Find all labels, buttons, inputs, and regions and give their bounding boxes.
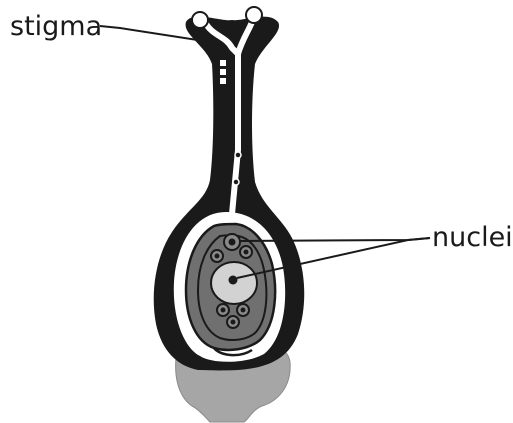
pollen-grain-left (192, 12, 208, 28)
pollen-grain-right (246, 7, 262, 23)
central-nucleus (229, 276, 238, 285)
stigma-label: stigma (10, 11, 102, 42)
nuclei-label: nuclei (432, 222, 513, 253)
